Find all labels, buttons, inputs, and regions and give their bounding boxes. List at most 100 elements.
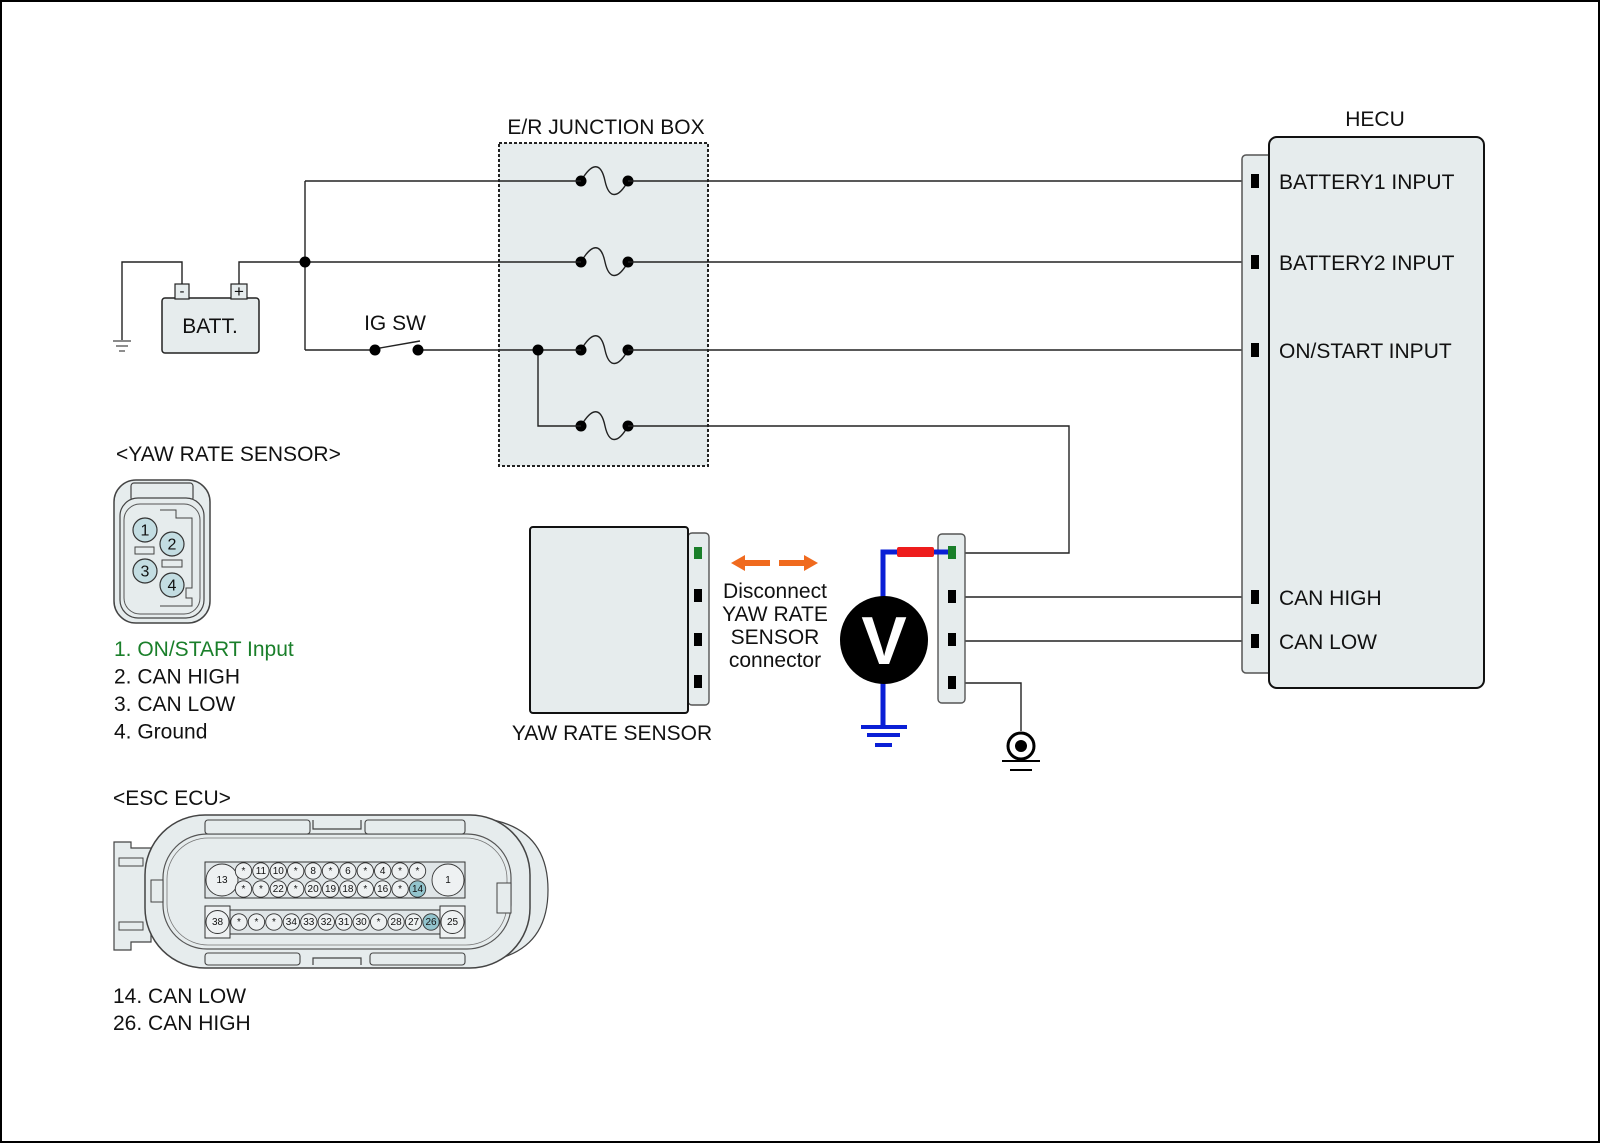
ig-switch-label: IG SW (364, 312, 426, 335)
connector-pin (132, 558, 158, 584)
connector-pin-number: 2 (168, 537, 177, 554)
ecu-pin (252, 862, 270, 880)
ecu-pin (431, 863, 465, 897)
ecu-pin (374, 880, 392, 898)
esc-ecu-title: <ESC ECU> (113, 787, 231, 810)
splice-point (532, 344, 544, 356)
pin-legend-item: 4. Ground (114, 721, 207, 744)
ecu-pin (391, 862, 409, 880)
highlighted-pin (422, 913, 440, 931)
ecu-pin-number: * (416, 866, 420, 877)
pin-legend-item: 3. CAN LOW (114, 693, 236, 716)
battery-label: BATT. (182, 315, 238, 338)
disconnect-arrows-icon (731, 555, 818, 571)
ecu-pin (317, 913, 335, 931)
ecu-pin-number: 31 (338, 917, 350, 928)
sensor-pin-1 (694, 547, 702, 559)
ecu-pin-number: 1 (445, 875, 451, 886)
connector-pin-number: 1 (141, 523, 150, 540)
ecu-pin (269, 862, 287, 880)
yaw-rate-sensor: YAW RATE SENSOR (512, 526, 712, 745)
probe-red (897, 547, 934, 557)
ecu-pin (304, 862, 322, 880)
connector-pin (159, 572, 185, 598)
ecu-pin (374, 862, 392, 880)
sensor-pin-3 (694, 633, 702, 646)
battery-negative-terminal (174, 283, 190, 300)
voltmeter-symbol: V (861, 603, 906, 679)
junction-box: E/R JUNCTION BOX (498, 116, 709, 467)
ecu-pin (404, 913, 423, 931)
ecu-pin (352, 913, 370, 931)
junction-box-title: E/R JUNCTION BOX (507, 116, 704, 139)
ecu-pin (335, 913, 353, 931)
ecu-pin-number: 27 (408, 917, 420, 928)
ecu-pin (440, 910, 465, 934)
ecu-pin-number: * (272, 917, 276, 928)
ground-icon (861, 725, 907, 747)
hecu-pin (1251, 343, 1259, 357)
sensor-pin-2 (694, 589, 702, 602)
ecu-pin (321, 862, 340, 880)
ecu-pin-number: 20 (308, 884, 320, 895)
disconnect-instruction: Disconnect YAW RATE SENSOR connector (722, 580, 828, 672)
ecu-pin (205, 863, 239, 897)
pin-legend-item: 1. ON/START Input (114, 638, 294, 661)
ecu-pin (247, 913, 266, 931)
ecu-pin-number: 26 (425, 917, 437, 928)
ecu-pin (369, 913, 388, 931)
ecu-pin-number: * (363, 866, 367, 877)
ecu-pin-number: 4 (380, 866, 386, 877)
plus-icon: + (234, 282, 244, 301)
harness-connector (937, 533, 966, 704)
hecu-pin (1251, 590, 1259, 604)
ecu-pin (230, 913, 248, 931)
ecu-pin-number: * (398, 884, 402, 895)
yaw-rate-sensor-label: YAW RATE SENSOR (512, 722, 712, 745)
ecu-pin (356, 880, 374, 898)
ecu-pin-number: 25 (447, 917, 459, 928)
ecu-pin-number: 13 (216, 875, 228, 886)
ecu-pin-number: 30 (356, 917, 368, 928)
instruction-line: SENSOR (731, 626, 820, 649)
connector-pin-number: 3 (141, 564, 150, 581)
hecu-pin-label: ON/START INPUT (1279, 340, 1452, 363)
highlighted-pin (408, 880, 427, 898)
hecu-pin (1251, 174, 1259, 188)
ecu-pin (339, 880, 357, 898)
ecu-pin-number: 28 (391, 917, 403, 928)
battery: - + BATT. (161, 282, 260, 354)
ecu-pin (205, 910, 230, 934)
ecu-pin-number: * (255, 917, 259, 928)
ecu-pin (391, 880, 409, 898)
harness-pin-3 (948, 633, 956, 646)
hecu-pin-label: CAN HIGH (1279, 587, 1382, 610)
connector-pin-number: 4 (168, 578, 177, 595)
connector-pin (159, 531, 185, 557)
battery-positive-terminal (230, 283, 248, 300)
instruction-line: Disconnect (723, 580, 827, 603)
ecu-pin (269, 880, 287, 898)
ecu-pin-number: 6 (345, 866, 351, 877)
harness-pin-2 (948, 590, 956, 603)
ecu-pin-number: * (237, 917, 241, 928)
sensor-pin-4 (694, 675, 702, 688)
ecu-pin-number: 8 (310, 866, 316, 877)
ecu-pin (321, 880, 340, 898)
ecu-pin-number: 11 (256, 866, 267, 877)
ecu-pin-number: 18 (342, 884, 354, 895)
ecu-pin (252, 880, 270, 898)
ecu-pin-number: * (242, 866, 246, 877)
hecu-pin-label: BATTERY1 INPUT (1279, 171, 1455, 194)
hecu-pin-label: BATTERY2 INPUT (1279, 252, 1455, 275)
ecu-pin-number: 33 (303, 917, 315, 928)
ecu-pin-number: 34 (286, 917, 298, 928)
hecu-title: HECU (1345, 108, 1405, 131)
ecu-pin-number: * (363, 884, 367, 895)
harness-pin-1 (948, 546, 956, 559)
instruction-line: YAW RATE (722, 603, 828, 626)
